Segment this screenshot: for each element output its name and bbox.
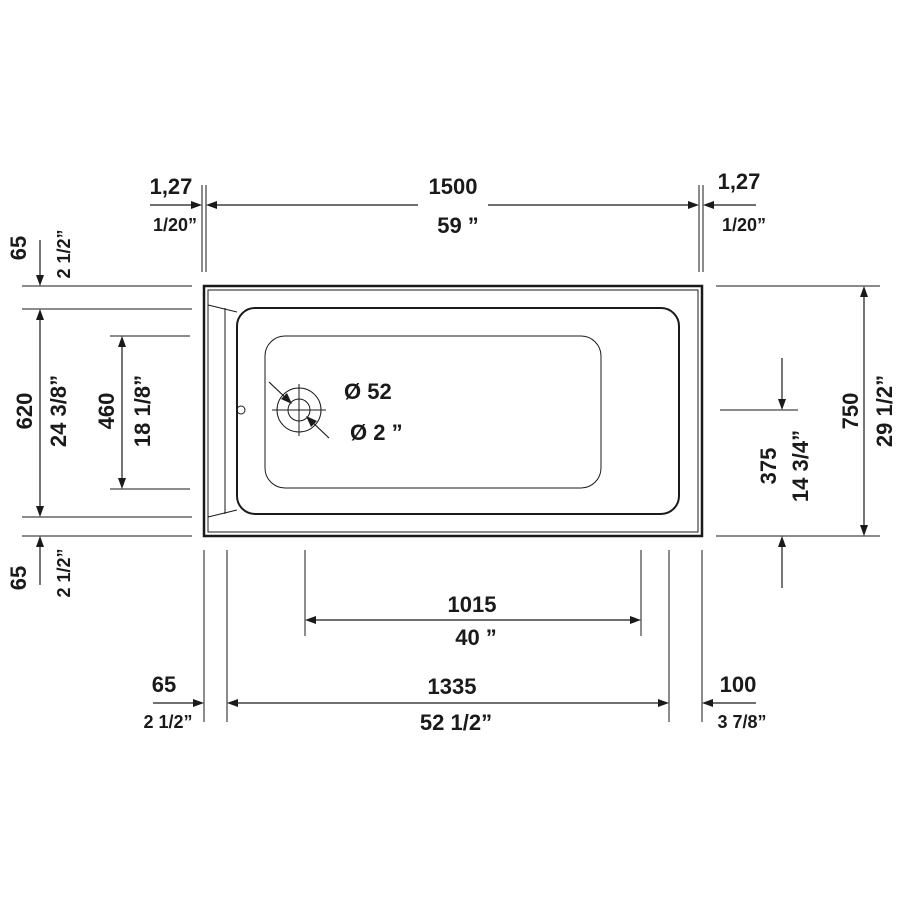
- inner-length-in: 52 1/2”: [420, 710, 492, 735]
- left-edge-mm: 65: [152, 672, 176, 697]
- drain-offset-in: 14 3/4”: [788, 430, 813, 502]
- bottom-edge-mm: 65: [6, 566, 31, 590]
- overall-length-mm: 1500: [429, 174, 478, 199]
- right-edge-in: 3 7/8”: [717, 712, 766, 732]
- drain-offset-mm: 375: [756, 448, 781, 485]
- basin-floor: [264, 335, 602, 489]
- left-edge-in: 2 1/2”: [143, 712, 192, 732]
- overall-length-in: 59 ”: [437, 213, 479, 238]
- top-edge-mm: 65: [6, 236, 31, 260]
- inner-rim: [207, 289, 699, 533]
- drain-diameter-mm: Ø 52: [344, 379, 392, 404]
- rim-right-mm: 1,27: [718, 169, 761, 194]
- drain: [268, 381, 330, 439]
- right-dimensions: 750 29 1/2” 375 14 3/4”: [716, 285, 897, 588]
- basin-slope-top: [207, 304, 238, 313]
- drain-labels: Ø 52 Ø 2 ”: [344, 379, 403, 445]
- inner-length-mm: 1335: [428, 674, 477, 699]
- bottom-edge-in: 2 1/2”: [54, 548, 74, 597]
- right-edge-mm: 100: [720, 672, 757, 697]
- floor-length-in: 40 ”: [455, 625, 497, 650]
- outer-rim: [202, 284, 704, 538]
- top-dimensions: 1,27 1/20” 1500 59 ” 1,27 1/20”: [150, 169, 766, 272]
- basin-slope-bottom: [207, 509, 238, 518]
- basin-top-edge: [236, 307, 680, 515]
- rim-left-in: 1/20”: [153, 215, 197, 235]
- floor-width-mm: 460: [94, 393, 119, 430]
- rim-left-mm: 1,27: [150, 174, 193, 199]
- overall-width-in: 29 1/2”: [872, 375, 897, 447]
- inner-width-in: 24 3/8”: [46, 375, 71, 447]
- bottom-dimensions: 1015 40 ” 65 2 1/2” 1335 52 1/2” 100 3 7…: [143, 550, 767, 735]
- floor-length-mm: 1015: [448, 592, 497, 617]
- inner-width-mm: 620: [12, 393, 37, 430]
- drain-diameter-in: Ø 2 ”: [350, 420, 403, 445]
- floor-width-in: 18 1/8”: [130, 375, 155, 447]
- overall-width-mm: 750: [838, 393, 863, 430]
- left-dimensions: 65 2 1/2” 620 24 3/8” 460 18 1/8” 65 2 1…: [6, 229, 192, 598]
- overflow-hole: [236, 405, 246, 415]
- top-edge-in: 2 1/2”: [54, 229, 74, 278]
- bathtub-outline: [202, 284, 704, 538]
- rim-right-in: 1/20”: [722, 215, 766, 235]
